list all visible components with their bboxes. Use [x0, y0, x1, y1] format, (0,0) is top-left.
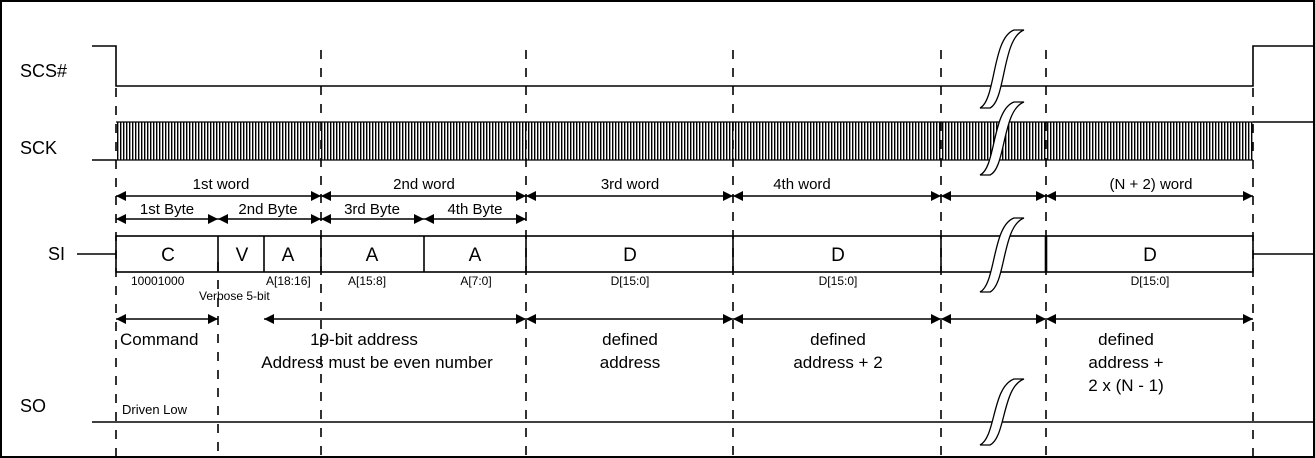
- desc-def1-line2: address: [600, 353, 660, 372]
- desc-def2-line1: defined: [810, 330, 866, 349]
- word-3-label: 3rd word: [601, 176, 659, 193]
- desc-addr-line1: 19-bit address: [310, 330, 418, 349]
- si-dividers: [217, 236, 1048, 272]
- word-1-label: 1st word: [193, 176, 250, 193]
- desc-def2-line2: address + 2: [793, 353, 882, 372]
- note-d1: D[15:0]: [611, 274, 650, 288]
- si-cell-addr-hi: A: [282, 245, 295, 266]
- desc-defn-line2: address +: [1088, 353, 1163, 372]
- si-cell-command: C: [161, 245, 175, 266]
- desc-addr-line2: Address must be even number: [261, 353, 493, 372]
- word-n-label: (N + 2) word: [1110, 176, 1193, 193]
- si-cell-verbose: V: [236, 245, 249, 266]
- word-4-label: 4th word: [773, 176, 831, 193]
- si-label: SI: [48, 244, 65, 264]
- desc-def1-line1: defined: [602, 330, 658, 349]
- note-a-mid: A[15:8]: [348, 274, 386, 288]
- word-2-label: 2nd word: [393, 176, 455, 193]
- sck-clock-burst: [116, 122, 1253, 160]
- note-d2: D[15:0]: [819, 274, 858, 288]
- scs-waveform: [92, 45, 1315, 87]
- si-cell-data-n: D: [1143, 245, 1157, 266]
- byte-4-label: 4th Byte: [447, 201, 502, 218]
- break-mark-sck: [979, 101, 1025, 176]
- break-mark-so: [979, 378, 1025, 446]
- time-break-marks: [979, 29, 1025, 446]
- so-driven-low: Driven Low: [122, 402, 188, 417]
- break-mark-scs: [979, 29, 1025, 109]
- desc-defn-line1: defined: [1098, 330, 1154, 349]
- si-cell-data-1: D: [623, 245, 637, 266]
- si-cell-addr-lo: A: [469, 245, 482, 266]
- desc-command: Command: [120, 330, 198, 349]
- break-mark-si: [979, 217, 1025, 293]
- desc-defn-line3: 2 x (N - 1): [1088, 376, 1164, 395]
- note-a-hi: A[18:16]: [266, 274, 311, 288]
- byte-1-label: 1st Byte: [140, 201, 194, 218]
- sck-label: SCK: [20, 138, 57, 158]
- note-a-lo: A[7:0]: [460, 274, 491, 288]
- note-command-bits: 10001000: [131, 274, 185, 288]
- note-verbose: Verbose 5-bit: [199, 289, 270, 303]
- byte-3-label: 3rd Byte: [344, 201, 400, 218]
- si-cell-addr-mid: A: [366, 245, 379, 266]
- note-dn: D[15:0]: [1131, 274, 1170, 288]
- byte-2-label: 2nd Byte: [238, 201, 297, 218]
- so-label: SO: [20, 396, 46, 416]
- si-cell-data-2: D: [831, 245, 845, 266]
- scs-label: SCS#: [20, 61, 67, 81]
